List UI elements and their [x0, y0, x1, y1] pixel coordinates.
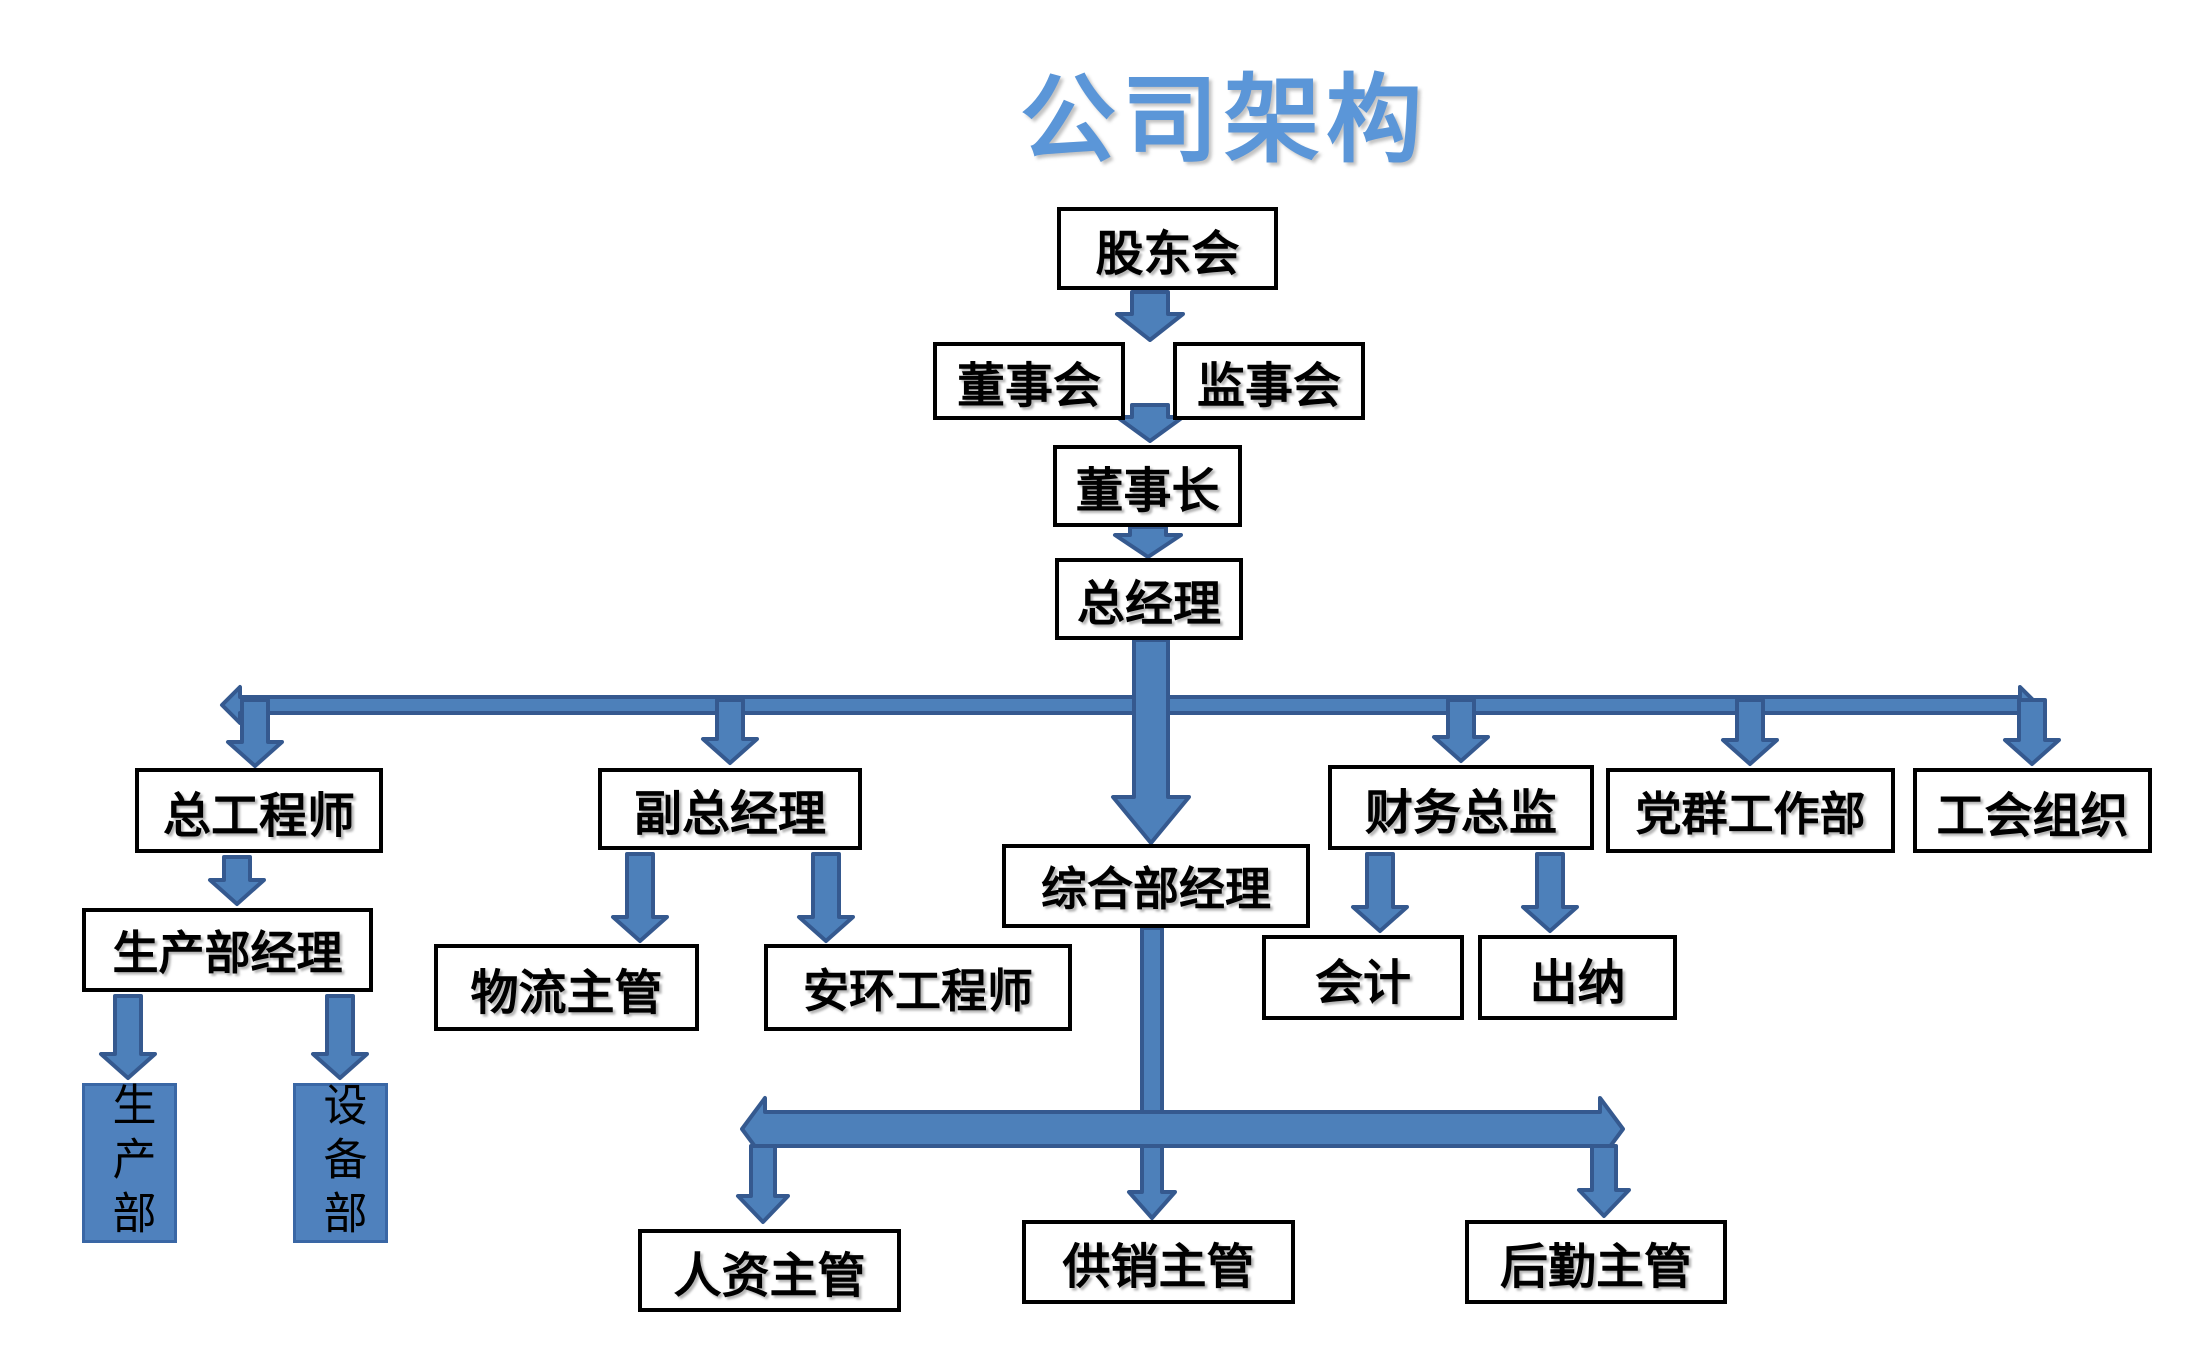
node-chairman: 董事长	[1053, 445, 1242, 527]
arrow-to-logistics-supervisor	[611, 852, 669, 943]
arrow-to-accountant	[1351, 852, 1409, 933]
node-labor-union: 工会组织	[1913, 768, 2152, 853]
node-production-dept: 生产部	[82, 1082, 177, 1244]
node-board-of-directors: 董事会	[933, 342, 1125, 420]
node-logistics-support-supervisor: 后勤主管	[1465, 1220, 1727, 1304]
node-production-dept-manager: 生产部经理	[82, 908, 373, 992]
arrow-to-labor-union	[2003, 698, 2061, 766]
node-hr-supervisor: 人资主管	[638, 1229, 901, 1312]
arrow-to-supply-supervisor	[1127, 926, 1177, 1220]
arrow-shareholders-down	[1115, 290, 1185, 342]
arrow-to-hr-supervisor	[736, 1144, 790, 1224]
arrow-to-deputy-gm	[701, 698, 759, 765]
node-cashier: 出纳	[1478, 935, 1677, 1020]
arrow-to-cashier	[1521, 852, 1579, 933]
arrow-to-general-manager	[1113, 525, 1183, 559]
node-equipment-dept: 设备部	[293, 1082, 388, 1244]
node-deputy-general-manager: 副总经理	[598, 768, 862, 850]
page-title: 公司架构	[1020, 67, 1428, 174]
arrow-to-equipment-dept	[311, 994, 369, 1080]
node-general-dept-manager: 综合部经理	[1002, 844, 1310, 928]
arrow-to-production-dept	[99, 994, 157, 1080]
node-safety-env-engineer: 安环工程师	[764, 944, 1072, 1031]
node-supply-marketing-supervisor: 供销主管	[1022, 1220, 1295, 1304]
arrow-to-production-manager	[208, 855, 266, 906]
arrow-to-party-mass-dept	[1721, 698, 1779, 766]
arrow-to-cfo	[1432, 698, 1490, 763]
node-party-mass-work-dept: 党群工作部	[1606, 768, 1895, 853]
arrow-to-logistics-support-supervisor	[1577, 1144, 1631, 1218]
node-supervisory-board: 监事会	[1173, 342, 1365, 420]
node-chief-engineer: 总工程师	[135, 768, 383, 853]
arrow-to-chief-engineer	[226, 698, 284, 768]
node-general-manager: 总经理	[1055, 558, 1243, 640]
node-accountant: 会计	[1262, 935, 1464, 1020]
lower-distribution-bar	[740, 1096, 1625, 1162]
arrow-to-general-dept-manager	[1111, 638, 1191, 845]
arrow-to-chairman	[1115, 403, 1185, 443]
arrow-to-safety-env-engineer	[797, 852, 855, 943]
main-distribution-bar	[220, 685, 2040, 725]
node-logistics-supervisor: 物流主管	[434, 944, 699, 1031]
node-cfo: 财务总监	[1328, 765, 1594, 850]
node-shareholders: 股东会	[1057, 207, 1278, 290]
